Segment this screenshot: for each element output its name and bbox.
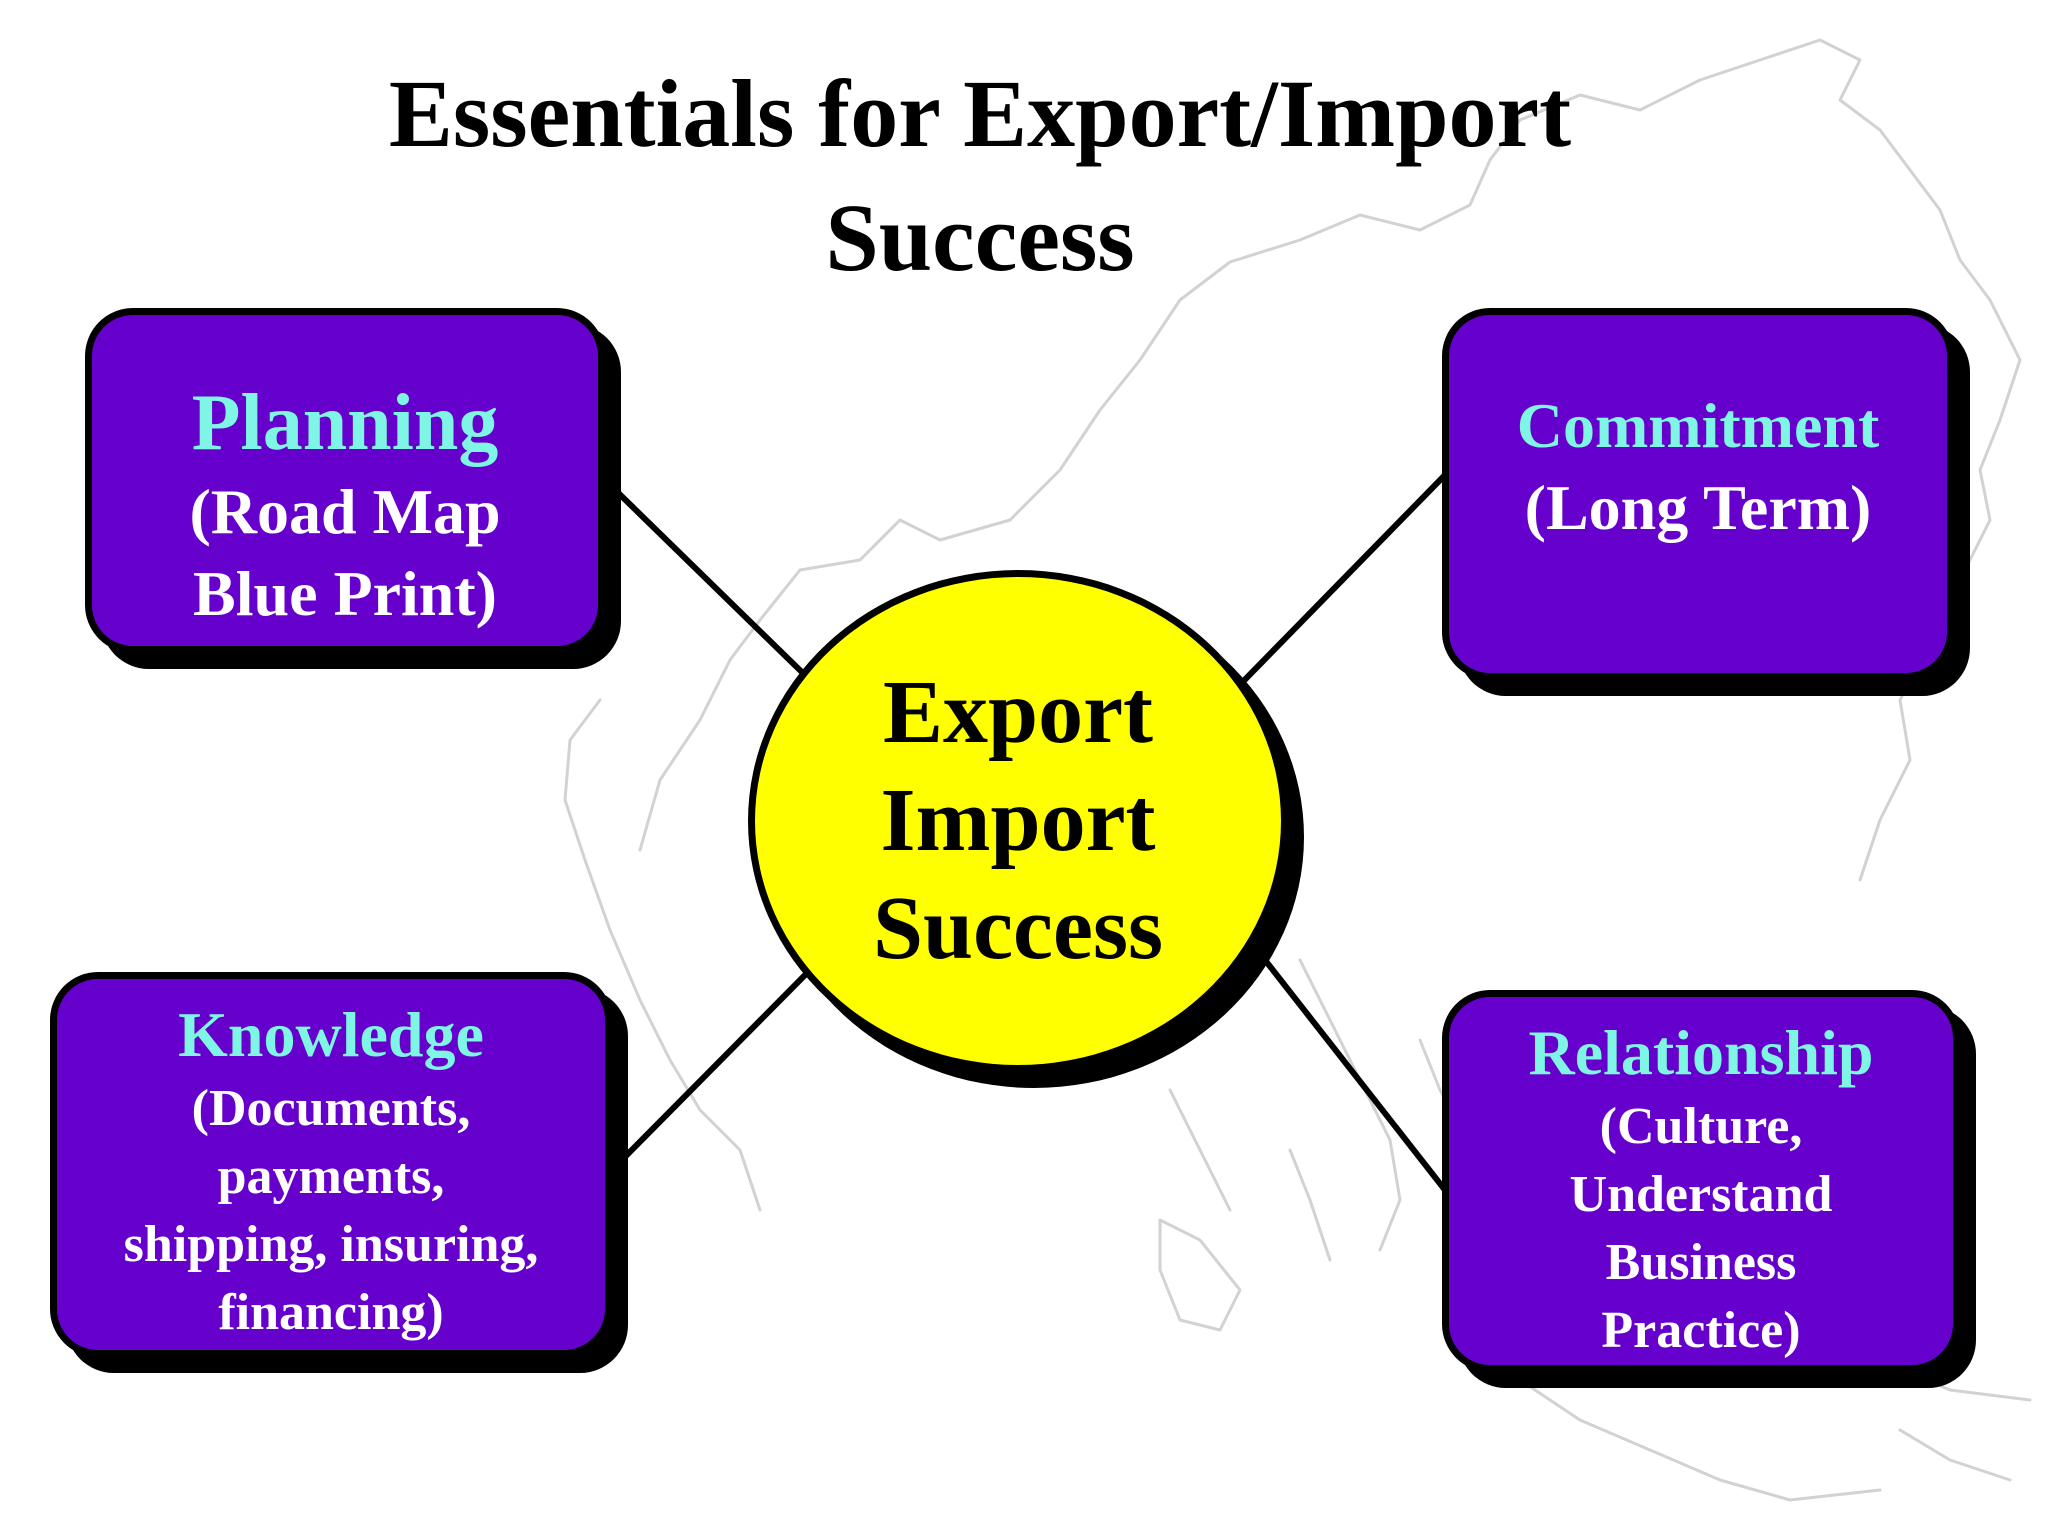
node-knowledge-line-3: shipping, insuring, (123, 1216, 539, 1273)
center-circle: Export Import Success (748, 570, 1288, 1072)
node-knowledge-line-1: (Documents, (191, 1080, 471, 1137)
node-knowledge-line-2: payments, (217, 1148, 445, 1205)
connector-knowledge (609, 967, 813, 1173)
node-commitment-line-1: (Long Term) (1524, 472, 1872, 543)
node-relationship-line-1: (Culture, (1599, 1098, 1803, 1155)
node-commitment: Commitment (Long Term) (1442, 308, 1954, 680)
node-relationship-line-3: Business (1605, 1234, 1797, 1291)
node-planning-heading: Planning (191, 379, 499, 467)
node-relationship-line-2: Understand (1569, 1166, 1833, 1223)
node-planning-line-1: (Road Map (189, 476, 501, 547)
node-planning-line-2: Blue Print) (193, 558, 497, 629)
node-commitment-heading: Commitment (1516, 390, 1880, 461)
title-line-1: Essentials for Export/Import (388, 60, 1572, 167)
center-line-2: Import (880, 771, 1156, 870)
center-line-3: Success (873, 879, 1163, 978)
connector-commitment (1222, 472, 1448, 703)
node-knowledge: Knowledge (Documents, payments, shipping… (50, 972, 612, 1357)
node-planning: Planning (Road Map Blue Print) (85, 308, 605, 653)
node-relationship: Relationship (Culture, Understand Busine… (1442, 990, 1960, 1372)
node-knowledge-heading: Knowledge (178, 999, 484, 1070)
page-title: Essentials for Export/Import Success (200, 52, 1760, 300)
node-relationship-heading: Relationship (1528, 1017, 1874, 1088)
node-knowledge-line-4: financing) (218, 1284, 444, 1341)
title-line-2: Success (825, 184, 1135, 291)
center-line-1: Export (883, 663, 1153, 762)
node-relationship-line-4: Practice) (1601, 1302, 1801, 1359)
connector-relationship (1262, 958, 1448, 1192)
connector-planning (602, 477, 813, 683)
